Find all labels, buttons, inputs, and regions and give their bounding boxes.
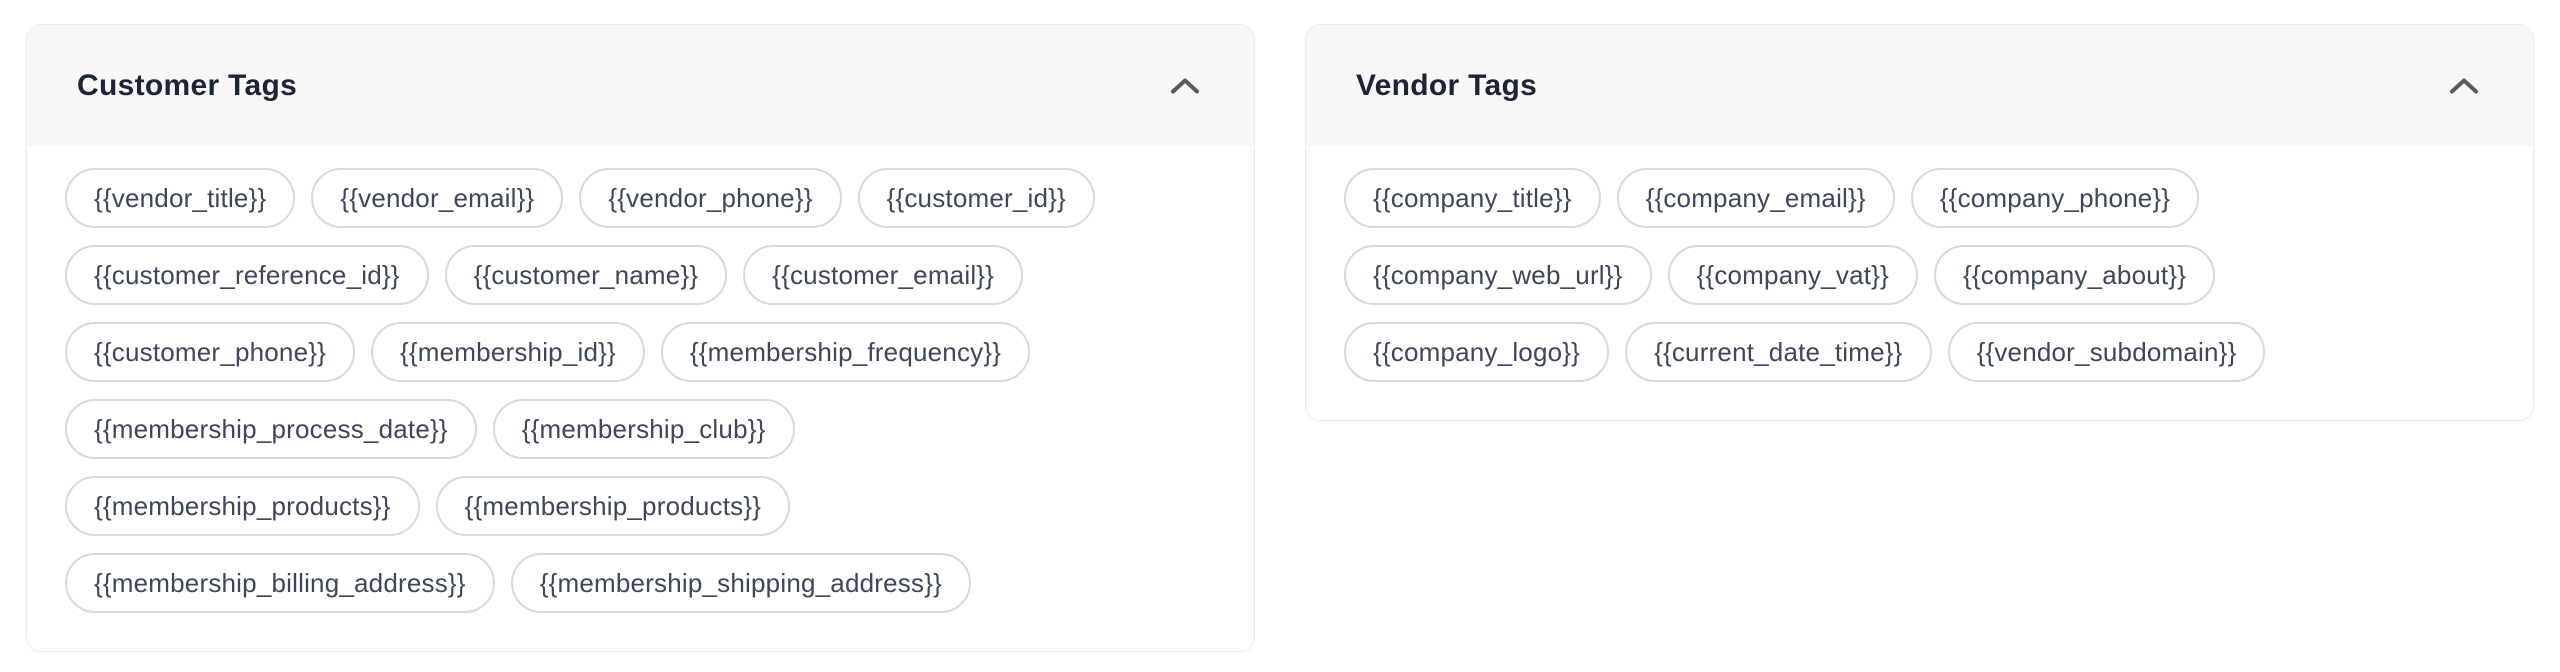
tag-row: {{vendor_title}}{{vendor_email}}{{vendor… <box>65 168 1216 228</box>
tag-pill[interactable]: {{membership_products}} <box>435 476 791 536</box>
tag-pill[interactable]: {{membership_id}} <box>371 322 645 382</box>
tag-pill[interactable]: {{company_title}} <box>1344 168 1601 228</box>
tag-pill[interactable]: {{customer_phone}} <box>65 322 356 382</box>
tag-pill[interactable]: {{customer_id}} <box>857 168 1095 228</box>
tag-pill[interactable]: {{company_email}} <box>1616 168 1895 228</box>
tag-row: {{membership_billing_address}}{{membersh… <box>65 553 1216 613</box>
tag-row: {{customer_reference_id}}{{customer_name… <box>65 245 1216 305</box>
tag-row: {{company_title}}{{company_email}}{{comp… <box>1344 168 2495 228</box>
tag-pill[interactable]: {{membership_frequency}} <box>660 322 1031 382</box>
tag-pill[interactable]: {{membership_products}} <box>65 476 420 536</box>
tag-pill[interactable]: {{company_vat}} <box>1667 245 1918 305</box>
customer-tags-header[interactable]: Customer Tags <box>27 25 1254 146</box>
vendor-tags-title: Vendor Tags <box>1356 68 1538 102</box>
customer-collapse-button[interactable] <box>1164 71 1206 101</box>
tag-pill[interactable]: {{vendor_phone}} <box>579 168 842 228</box>
chevron-up-icon <box>1170 77 1200 95</box>
tag-row: {{company_web_url}}{{company_vat}}{{comp… <box>1344 245 2495 305</box>
customer-tags-title: Customer Tags <box>77 68 298 102</box>
tag-row: {{membership_products}}{{membership_prod… <box>65 476 1216 536</box>
customer-tags-panel: Customer Tags {{vendor_title}}{{vendor_e… <box>26 24 1255 652</box>
tag-row: {{membership_process_date}}{{membership_… <box>65 399 1216 459</box>
tag-pill[interactable]: {{customer_name}} <box>444 245 728 305</box>
tag-row: {{customer_phone}}{{membership_id}}{{mem… <box>65 322 1216 382</box>
tag-pill[interactable]: {{company_phone}} <box>1910 168 2200 228</box>
tag-pill[interactable]: {{membership_process_date}} <box>65 399 477 459</box>
vendor-collapse-button[interactable] <box>2443 71 2485 101</box>
tag-pill[interactable]: {{customer_email}} <box>743 245 1024 305</box>
tag-pill[interactable]: {{membership_billing_address}} <box>65 553 495 613</box>
vendor-tags-header[interactable]: Vendor Tags <box>1306 25 2533 146</box>
tag-pill[interactable]: {{customer_reference_id}} <box>65 245 429 305</box>
tag-pill[interactable]: {{company_web_url}} <box>1344 245 1652 305</box>
vendor-tags-panel: Vendor Tags {{company_title}}{{company_e… <box>1305 24 2534 421</box>
tag-pill[interactable]: {{vendor_email}} <box>311 168 564 228</box>
tag-pill[interactable]: {{vendor_subdomain}} <box>1947 322 2266 382</box>
tag-pill[interactable]: {{company_logo}} <box>1344 322 1610 382</box>
tag-pill[interactable]: {{membership_club}} <box>492 399 795 459</box>
tag-pill[interactable]: {{membership_shipping_address}} <box>510 553 971 613</box>
tag-pill[interactable]: {{company_about}} <box>1933 245 2216 305</box>
customer-tags-body: {{vendor_title}}{{vendor_email}}{{vendor… <box>27 146 1254 651</box>
vendor-tags-body: {{company_title}}{{company_email}}{{comp… <box>1306 146 2533 420</box>
tag-pill[interactable]: {{vendor_title}} <box>65 168 296 228</box>
tag-row: {{company_logo}}{{current_date_time}}{{v… <box>1344 322 2495 382</box>
tag-pill[interactable]: {{current_date_time}} <box>1625 322 1932 382</box>
chevron-up-icon <box>2449 77 2479 95</box>
